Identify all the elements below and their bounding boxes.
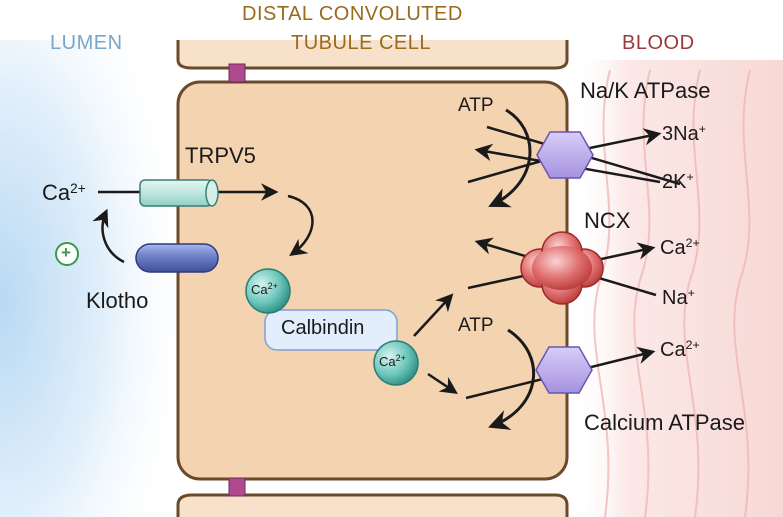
two-k-label: 2K+ — [662, 170, 694, 193]
ca-to-pmca-arrow — [427, 372, 458, 394]
calcium-ion-ball-bottom — [373, 340, 419, 386]
ion-base: Na — [662, 287, 688, 309]
na-out-arrow-head — [584, 128, 662, 151]
ion-base: Ca — [660, 339, 686, 361]
ca-ball-top-label: Ca2+ — [251, 281, 278, 297]
ion-base: Ca — [251, 282, 268, 297]
atp-top-arrow — [488, 108, 532, 208]
ion-charge: 2+ — [395, 353, 406, 363]
ion-base: Ca — [660, 237, 686, 259]
calcium-atpase-pump — [535, 346, 593, 394]
klotho-activation-arrow — [92, 208, 125, 264]
junction-icon — [228, 477, 246, 497]
junction-icon — [228, 63, 246, 83]
blood-region — [574, 60, 783, 517]
ion-base: 2K — [662, 171, 687, 193]
trpv5-label: TRPV5 — [185, 143, 256, 168]
calbindin-label: Calbindin — [281, 317, 365, 339]
neighbor-cell-bottom — [176, 493, 569, 517]
plus-circle-icon — [55, 242, 79, 266]
atp-top-label: ATP — [458, 95, 494, 116]
tubule-cell — [176, 80, 569, 481]
ca-ball-bottom-label: Ca2+ — [379, 353, 406, 369]
na-k-atpase-pump — [536, 131, 594, 179]
atp-bottom-label: ATP — [458, 315, 494, 336]
trpv5-channel — [139, 179, 219, 207]
ion-base: Ca — [42, 180, 71, 205]
ncx-label: NCX — [584, 208, 631, 233]
cell-label-line2: TUBULE CELL — [291, 32, 431, 54]
ion-charge: + — [687, 286, 695, 301]
ion-charge: 2+ — [685, 236, 700, 251]
calcium-ion-ball-top — [245, 268, 291, 314]
calcium-atpase-label: Calcium ATPase — [584, 410, 745, 435]
ion-charge: 2+ — [267, 281, 278, 291]
atp-bottom-arrow — [488, 328, 535, 430]
na-k-atpase-label: Na/K ATPase — [580, 78, 711, 103]
ca-to-calbindin-arrow — [287, 194, 314, 256]
three-na-label: 3Na+ — [662, 122, 706, 145]
ion-charge: 2+ — [70, 180, 86, 196]
ncx-exchanger — [520, 231, 604, 305]
lumen-ca-label: Ca2+ — [42, 180, 86, 205]
blood-label: BLOOD — [622, 32, 695, 54]
klotho-label: Klotho — [86, 288, 149, 313]
plus-label: + — [61, 243, 71, 262]
cell-label-line1: DISTAL CONVOLUTED — [242, 3, 463, 25]
ion-base: Ca — [379, 354, 396, 369]
pmca-ca-label: Ca2+ — [660, 338, 700, 361]
lumen-label: LUMEN — [50, 32, 123, 54]
ion-charge: + — [698, 122, 706, 137]
klotho-protein — [135, 243, 219, 273]
ion-charge: 2+ — [685, 338, 700, 353]
ncx-na-label: Na+ — [662, 286, 695, 309]
neighbor-cell-top — [176, 40, 569, 70]
ncx-ca-label: Ca2+ — [660, 236, 700, 259]
ion-base: 3Na — [662, 123, 699, 145]
calbindin-protein — [264, 309, 398, 351]
ca-to-ncx-arrow — [413, 293, 454, 337]
ion-charge: + — [686, 170, 694, 185]
